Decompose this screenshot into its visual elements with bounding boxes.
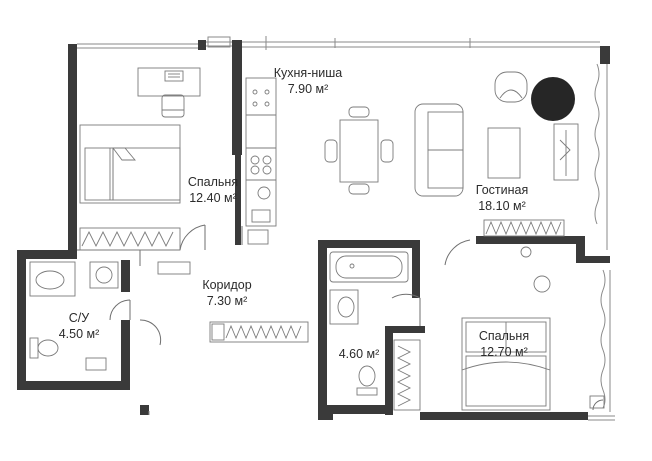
- stove-icon: [245, 77, 277, 245]
- armchair-icon: [494, 71, 528, 103]
- wardrobe-icon-2: [393, 339, 421, 411]
- sink-icon: [29, 261, 107, 371]
- living-cabinet: [487, 123, 579, 181]
- desk-icon: [137, 67, 201, 118]
- bath-sink: [329, 289, 359, 325]
- room-label-kitchen: Кухня-ниша 7.90 м²: [269, 65, 347, 97]
- room-label-wc: С/У 4.50 м²: [44, 310, 114, 342]
- room-area: 18.10 м²: [478, 199, 526, 213]
- dining-table-icon: [324, 106, 394, 195]
- room-area: 7.30 м²: [206, 294, 248, 308]
- room-area: 12.70 м²: [480, 345, 528, 359]
- bed-icon: [79, 124, 181, 204]
- room-label-bedroom1: Спальня 12.40 м²: [175, 174, 251, 206]
- room-area: 7.90 м²: [287, 82, 329, 96]
- partitions: [77, 224, 604, 411]
- floor-lamp-icon: [531, 77, 575, 121]
- room-area: 4.50 м²: [58, 327, 100, 341]
- room-name: Гостиная: [475, 183, 529, 197]
- tv-unit: [483, 219, 565, 237]
- windows: [77, 36, 615, 421]
- room-name: Кухня-ниша: [273, 66, 343, 80]
- washing-machine-icon: [89, 261, 119, 289]
- room-label-living: Гостиная 18.10 м²: [462, 182, 542, 214]
- room-name: С/У: [68, 311, 90, 325]
- room-label-bath: 4.60 м²: [328, 346, 390, 362]
- bathtub-icon: [329, 251, 409, 283]
- room-label-bedroom2: Спальня 12.70 м²: [464, 328, 544, 360]
- room-label-corridor: Коридор 7.30 м²: [190, 277, 264, 309]
- bedroom2-plants: [520, 246, 605, 409]
- toilet-icon: [29, 337, 59, 359]
- room-name: Коридор: [202, 278, 252, 292]
- walls: [17, 40, 610, 420]
- bath-toilet: [356, 365, 378, 396]
- corridor-wardrobe: [157, 261, 309, 343]
- wardrobe-icon: [79, 227, 181, 251]
- room-area: 4.60 м²: [338, 347, 380, 361]
- room-name: Спальня: [187, 175, 239, 189]
- room-area: 12.40 м²: [189, 191, 237, 205]
- sofa-icon: [414, 103, 464, 197]
- bed-icon-2: [461, 317, 551, 411]
- room-name: Спальня: [478, 329, 530, 343]
